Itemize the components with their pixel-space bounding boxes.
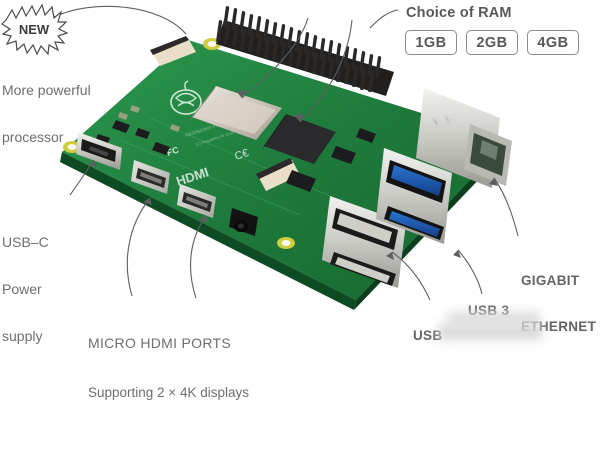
micro-hdmi-port-1 bbox=[177, 184, 216, 218]
annotation-gigabit-ethernet: GIGABIT ETHERNET bbox=[521, 243, 596, 364]
annotation-micro-hdmi-sub: Supporting 2 × 4K displays bbox=[88, 385, 249, 401]
leader-usb-2 bbox=[391, 251, 431, 301]
annotation-usb-c-line2: Power bbox=[2, 281, 42, 298]
annotation-micro-hdmi: MICRO HDMI PORTS Supporting 2 × 4K displ… bbox=[88, 306, 249, 430]
annotation-usb-2: USB bbox=[413, 328, 443, 343]
redaction-blur-overlay-lower bbox=[438, 324, 542, 340]
annotation-usb-c-power: USB–C Power supply bbox=[2, 204, 49, 376]
usb-c-port bbox=[76, 132, 122, 170]
ram-option-1gb[interactable]: 1GB bbox=[405, 30, 457, 55]
arrowhead-usb-2 bbox=[386, 252, 394, 260]
leader-usb-3 bbox=[457, 249, 483, 295]
arrowhead-soc bbox=[236, 90, 246, 98]
audio-jack bbox=[229, 208, 258, 236]
starburst-shape bbox=[1, 3, 69, 56]
annotation-processor: More powerful processor bbox=[2, 52, 91, 177]
leader-ram-chip bbox=[299, 19, 353, 123]
ram-chip bbox=[262, 114, 336, 164]
leader-ethernet bbox=[493, 177, 519, 237]
leader-new-to-board bbox=[51, 5, 187, 35]
arrowhead-hdmi-1 bbox=[199, 216, 208, 223]
annotation-micro-hdmi-heading: MICRO HDMI PORTS bbox=[88, 335, 231, 352]
usb3-port-pair bbox=[376, 148, 452, 244]
leader-hdmi-1 bbox=[190, 215, 207, 299]
ethernet-jack: LINK 1000 bbox=[416, 88, 512, 188]
choice-of-ram-heading: Choice of RAM bbox=[406, 5, 512, 21]
annotation-usb-c-line1: USB–C bbox=[2, 234, 49, 251]
ram-option-4gb[interactable]: 4GB bbox=[527, 30, 579, 55]
gpio-header-40-pin bbox=[216, 6, 394, 96]
arrowhead-ram-chip bbox=[294, 114, 304, 122]
micro-hdmi-port-0 bbox=[131, 160, 170, 194]
raspberry-pi-logo bbox=[170, 80, 202, 115]
mounting-hole bbox=[63, 38, 295, 249]
leader-soc bbox=[241, 17, 309, 99]
arrowhead-hdmi-0 bbox=[143, 198, 152, 205]
svg-text:C€: C€ bbox=[233, 147, 250, 163]
leader-hdmi-0 bbox=[126, 197, 151, 297]
annotation-usb-c-line3: supply bbox=[2, 328, 43, 345]
csi-connector bbox=[150, 36, 196, 66]
ram-option-2gb[interactable]: 2GB bbox=[466, 30, 518, 55]
dsi-connector bbox=[256, 158, 300, 191]
arrowhead-usb-c bbox=[88, 160, 97, 167]
arrowhead-usb-3 bbox=[453, 250, 461, 258]
svg-text:LINK: LINK bbox=[431, 116, 440, 126]
annotation-gigabit-line1: GIGABIT bbox=[521, 273, 580, 289]
svg-text:1000: 1000 bbox=[443, 114, 452, 125]
starburst-label: NEW bbox=[19, 22, 50, 37]
leader-ram bbox=[369, 9, 399, 29]
annotation-processor-line1: More powerful bbox=[2, 82, 91, 99]
redaction-blur-overlay-upper bbox=[448, 312, 540, 324]
annotation-processor-line2: processor bbox=[2, 129, 64, 146]
soc-chip bbox=[190, 86, 282, 140]
arrowhead-ethernet bbox=[489, 178, 498, 186]
